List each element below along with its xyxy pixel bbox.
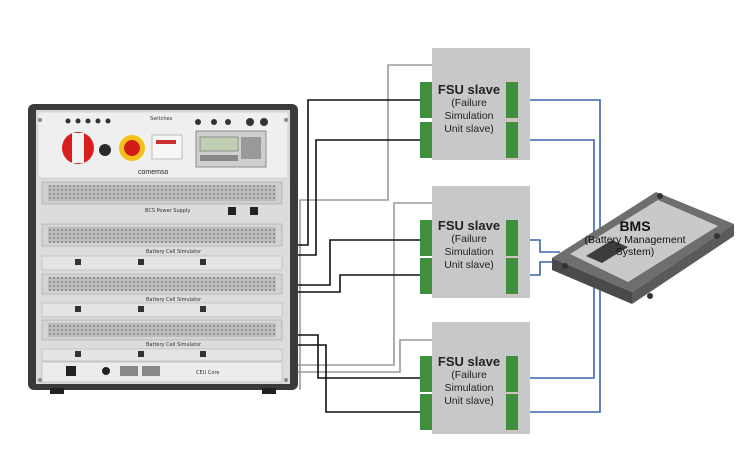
fsu-desc-line: (Failure: [451, 369, 487, 381]
connector: [420, 122, 432, 158]
base-label: CEU Core: [196, 370, 219, 376]
fsu-title: FSU slave: [437, 82, 501, 97]
fsu-desc-line: Simulation: [444, 246, 494, 258]
test-cabinet: Switches comemso BCS Power Supply Batter…: [28, 104, 298, 394]
switches-label: Switches: [150, 116, 173, 122]
bms-device: [552, 192, 734, 304]
fsu-slave-1-label: FSU slave (Failure Simulation Unit slave…: [432, 82, 506, 136]
bms-label: BMS (Battery Management System): [575, 218, 695, 258]
bms-subtitle-line: (Battery Management: [584, 234, 686, 246]
wire-fsu3-gray: [296, 339, 432, 373]
connector: [420, 356, 432, 392]
wire-fsu1-gray: [299, 64, 432, 390]
bms-subtitle-line: System): [615, 246, 655, 258]
connector: [506, 82, 518, 118]
wire-fsu3-black-bottom: [296, 344, 420, 413]
wire-fsu2-black-bottom: [296, 274, 420, 293]
fsu-title: FSU slave: [437, 218, 501, 233]
connector: [506, 258, 518, 294]
fsu-slave-2-label: FSU slave (Failure Simulation Unit slave…: [432, 218, 506, 272]
fsu-desc-line: (Failure: [451, 233, 487, 245]
fsu-desc-line: Unit slave): [444, 259, 494, 271]
fsu-title: FSU slave: [437, 354, 501, 369]
power-supply-label: BCS Power Supply: [145, 208, 190, 214]
wire-blue-1b: [518, 139, 595, 245]
wire-fsu2-gray: [296, 202, 432, 366]
wire-blue-1a: [518, 99, 601, 240]
connector: [506, 356, 518, 392]
cell-sim-label-1: Battery Cell Simulator: [146, 249, 202, 255]
fsu-desc-line: (Failure: [451, 97, 487, 109]
connector: [420, 258, 432, 294]
connector: [420, 82, 432, 118]
connector: [506, 122, 518, 158]
wire-fsu2-black-top: [296, 239, 420, 286]
fsu-desc-line: Unit slave): [444, 395, 494, 407]
fsu-desc-line: Simulation: [444, 110, 494, 122]
wire-fsu1-black-bottom: [296, 139, 420, 256]
cell-sim-label-2: Battery Cell Simulator: [146, 297, 202, 303]
fsu-slave-2: [420, 186, 530, 298]
connector: [420, 394, 432, 430]
fsu-slave-3: [420, 322, 530, 434]
fsu-slave-1: [420, 48, 530, 160]
fsu-slave-3-label: FSU slave (Failure Simulation Unit slave…: [432, 354, 506, 408]
connector: [506, 220, 518, 256]
brand-label: comemso: [138, 169, 168, 176]
connector: [506, 394, 518, 430]
fsu-desc-line: Simulation: [444, 382, 494, 394]
connector: [420, 220, 432, 256]
wire-blue-3a: [518, 285, 595, 379]
wire-fsu1-black-top: [296, 99, 420, 246]
wire-fsu3-black-top: [296, 334, 420, 379]
wire-blue-3b: [518, 290, 601, 413]
fsu-desc-line: Unit slave): [444, 123, 494, 135]
bms-title: BMS: [619, 218, 651, 234]
cell-sim-label-3: Battery Cell Simulator: [146, 342, 202, 348]
